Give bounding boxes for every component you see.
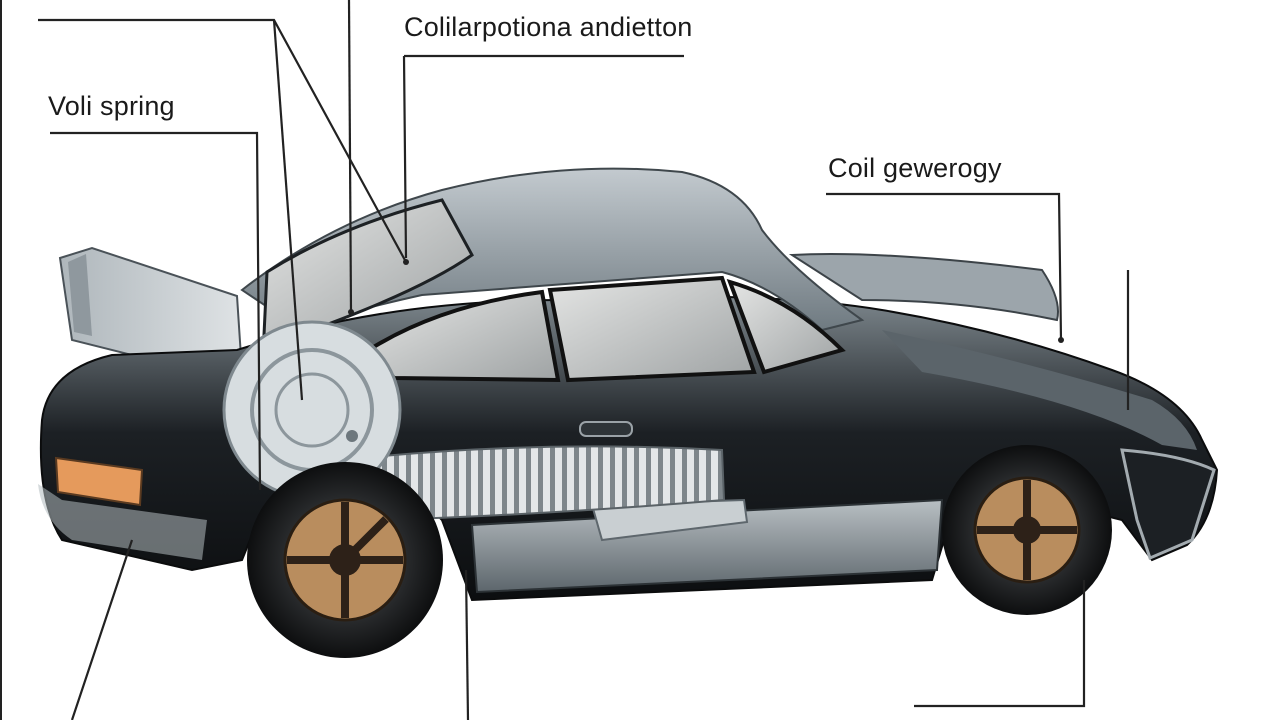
tail-light [54, 456, 144, 507]
side-window-rear [369, 289, 561, 383]
door-handle [579, 421, 633, 437]
side-window-front [547, 275, 757, 383]
coil-spring [360, 445, 726, 522]
callout-label-left: Voli spring [48, 91, 175, 121]
callout-label-top: Colilarpotiona andietton [404, 12, 693, 42]
rear-wheel [247, 462, 443, 658]
leader-lines [38, 0, 1130, 720]
callout-label-right: Coil gewerogy [828, 153, 1002, 183]
front-wheel [942, 445, 1112, 615]
rocker-panel [470, 498, 944, 594]
rear-window [262, 198, 474, 337]
